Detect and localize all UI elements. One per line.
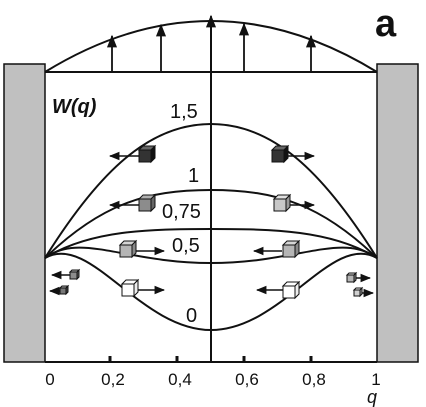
cube-small-right-top [345, 271, 358, 284]
x-tick-label-0: 0 [45, 370, 54, 389]
x-tick-label-0-4: 0,4 [168, 370, 192, 389]
cube-dark-right [270, 144, 290, 164]
cube-white-right [281, 280, 301, 300]
x-tick-labels: 0 0,2 0,4 0,6 0,8 1 [45, 370, 380, 389]
x-tick-label-1: 1 [371, 370, 380, 389]
left-wall [3, 63, 46, 363]
x-tick-label-0-8: 0,8 [302, 370, 326, 389]
curve-label-0-5: 0,5 [172, 235, 200, 257]
curve-1-5 [44, 122, 378, 259]
y-axis-label: W(q) [52, 96, 97, 118]
x-tick-label-0-6: 0,6 [235, 370, 259, 389]
curve-label-0-75: 0,75 [162, 201, 201, 223]
curve-label-0: 0 [186, 305, 197, 327]
curve-label-1: 1 [188, 165, 199, 187]
right-wall [376, 63, 419, 363]
cube-light-right-mid [281, 239, 301, 259]
curve-0-75 [44, 227, 378, 259]
x-ticks [108, 356, 313, 362]
cube-light-right [272, 193, 292, 213]
curve-label-1-5: 1,5 [170, 101, 198, 123]
x-tick-label-0-2: 0,2 [101, 370, 125, 389]
cube-small-right-bottom [352, 286, 364, 298]
curve-0 [44, 252, 378, 332]
cube-light-left-mid [118, 239, 138, 259]
cubes [58, 144, 364, 300]
cube-small-left-top [68, 268, 81, 281]
cube-mid-left [137, 193, 157, 213]
curve-0-5 [44, 246, 378, 265]
curve-1 [44, 188, 378, 259]
cube-arrows [48, 151, 375, 298]
cube-small-left-bottom [58, 284, 70, 296]
x-axis-label: q [367, 387, 377, 407]
panel-label: a [375, 3, 397, 45]
cube-dark-left [137, 144, 157, 164]
curves [44, 122, 378, 332]
cube-white-left [120, 278, 140, 298]
load-arrows [106, 14, 317, 72]
